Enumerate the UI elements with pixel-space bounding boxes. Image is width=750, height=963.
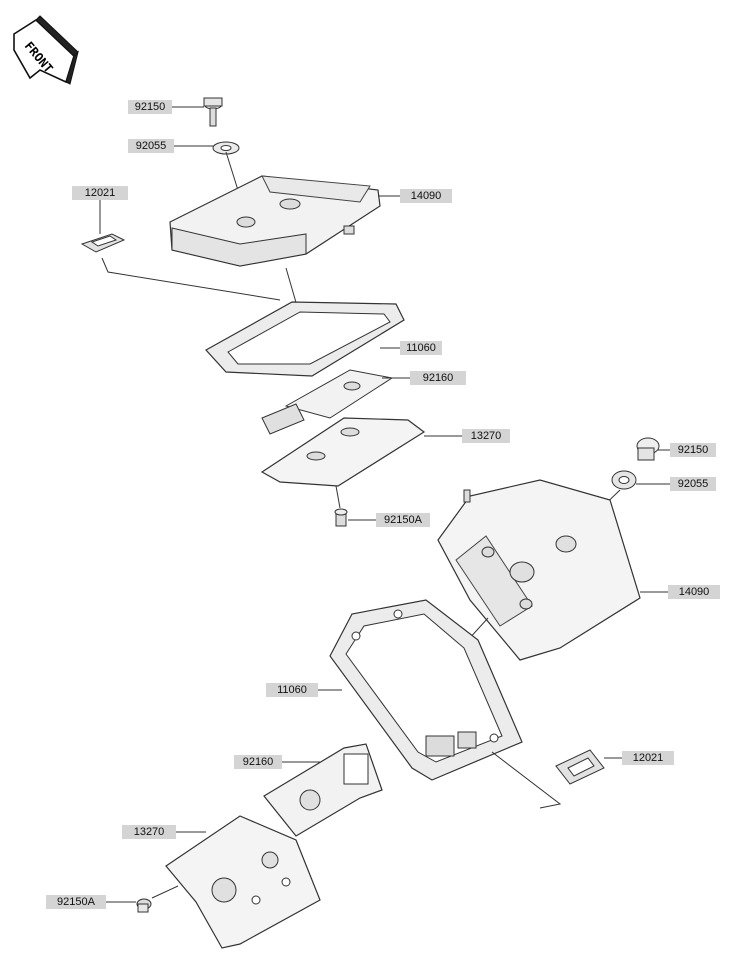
part-label-92160-lower[interactable]: 92160 (234, 755, 282, 769)
bolt-92150-right (636, 437, 660, 461)
part-label-14090-top[interactable]: 14090 (400, 189, 452, 203)
bolt-92150A-lower (136, 898, 152, 913)
part-label-12021-top[interactable]: 12021 (72, 186, 128, 200)
label-text: 13270 (470, 430, 502, 442)
part-label-12021-right[interactable]: 12021 (622, 751, 674, 765)
part-label-13270-top[interactable]: 13270 (462, 429, 510, 443)
label-text: 92150A (384, 514, 422, 526)
head-cover-14090-lower (437, 479, 641, 661)
label-text: 14090 (678, 586, 710, 598)
part-label-92150A-lower[interactable]: 92150A (46, 895, 106, 909)
front-arrow-icon: FRONT (13, 15, 79, 85)
label-text: 12021 (632, 752, 664, 764)
plate-13270-top (260, 417, 426, 487)
washer-92055-top (212, 141, 240, 155)
label-text: 92160 (422, 372, 454, 384)
part-label-92150-top[interactable]: 92150 (128, 100, 172, 114)
part-label-11060-lower[interactable]: 11060 (266, 683, 318, 697)
part-label-92055-top[interactable]: 92055 (128, 139, 174, 153)
plate-92160-lower (263, 743, 383, 837)
label-text: 92055 (135, 140, 167, 152)
part-label-92055-right[interactable]: 92055 (670, 477, 716, 491)
label-text: 92055 (677, 478, 709, 490)
label-text: 13270 (133, 826, 165, 838)
part-label-11060-top[interactable]: 11060 (400, 341, 442, 355)
label-text: 11060 (406, 342, 436, 354)
label-text: 92160 (242, 756, 274, 768)
label-text: 92150 (677, 444, 709, 456)
gasket-11060-top (205, 301, 405, 377)
label-text: 11060 (277, 684, 307, 696)
washer-92055-right (611, 470, 637, 490)
part-label-92150A-top[interactable]: 92150A (376, 513, 430, 527)
part-label-13270-lower[interactable]: 13270 (122, 825, 176, 839)
seal-12021-top (80, 233, 126, 253)
label-text: 14090 (410, 190, 442, 202)
bolt-92150-top (203, 97, 223, 127)
label-text: 12021 (84, 187, 116, 199)
bolt-92150A-top (334, 508, 348, 527)
gasket-11060-lower (329, 599, 523, 781)
plate-13270-lower (165, 815, 321, 949)
label-text: 92150A (57, 896, 95, 908)
part-label-92160-top[interactable]: 92160 (410, 371, 466, 385)
leader-lines (99, 106, 670, 903)
seal-12021-right (555, 749, 605, 785)
part-label-92150-right[interactable]: 92150 (670, 443, 716, 457)
label-text: 92150 (134, 101, 166, 113)
part-label-14090-lower[interactable]: 14090 (668, 585, 720, 599)
head-cover-14090-top (169, 175, 381, 267)
